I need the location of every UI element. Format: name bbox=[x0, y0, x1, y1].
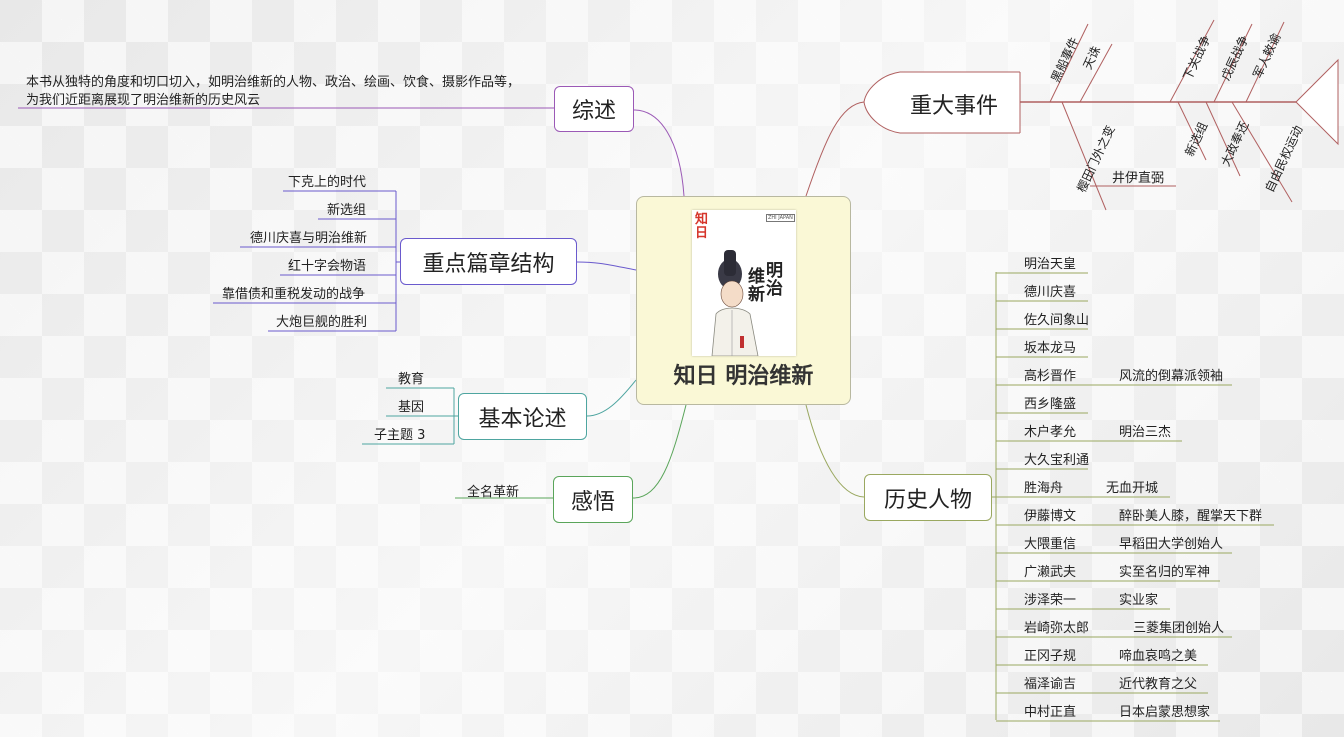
topic-chapters-label: 重点篇章结构 bbox=[422, 251, 555, 277]
person-name[interactable]: 木户孝允 bbox=[1024, 425, 1077, 440]
link-feelings bbox=[632, 404, 687, 499]
summary-note-line2: 为我们近距离展现了明治维新的历史风云 bbox=[26, 93, 261, 108]
event-sub-item[interactable]: 井伊直弼 bbox=[1112, 171, 1165, 186]
person-note[interactable]: 醉卧美人膝，醒掌天下群 bbox=[1119, 509, 1263, 524]
basics-item[interactable]: 基因 bbox=[398, 400, 425, 415]
topic-chapters[interactable]: 重点篇章结构 bbox=[400, 238, 577, 285]
topic-people-label: 历史人物 bbox=[883, 487, 972, 513]
samurai-illustration bbox=[711, 250, 759, 356]
topic-summary-label: 综述 bbox=[571, 99, 616, 124]
chapter-item[interactable]: 大炮巨舰的胜利 bbox=[276, 315, 368, 330]
person-note[interactable]: 实业家 bbox=[1119, 593, 1159, 608]
topic-feelings-label: 感悟 bbox=[570, 489, 615, 515]
basics-item[interactable]: 子主题 3 bbox=[374, 428, 426, 443]
person-name[interactable]: 坂本龙马 bbox=[1024, 341, 1077, 356]
person-name[interactable]: 中村正直 bbox=[1024, 705, 1077, 720]
fishbone-head bbox=[863, 71, 1020, 134]
person-note[interactable]: 无血开城 bbox=[1106, 481, 1159, 496]
topic-basics[interactable]: 基本论述 bbox=[458, 393, 587, 440]
book-cover-image: 知日 ZHI JAPAN 明治 维新 bbox=[692, 210, 796, 356]
person-note[interactable]: 三菱集团创始人 bbox=[1133, 621, 1225, 636]
topic-feelings[interactable]: 感悟 bbox=[553, 476, 633, 523]
chapter-item[interactable]: 红十字会物语 bbox=[288, 259, 367, 274]
topic-summary[interactable]: 综述 bbox=[554, 86, 634, 132]
person-name[interactable]: 德川庆喜 bbox=[1024, 285, 1077, 300]
basics-item[interactable]: 教育 bbox=[398, 372, 425, 387]
link-basics bbox=[586, 379, 637, 417]
central-title: 知日 明治维新 bbox=[673, 364, 814, 389]
topic-events-label[interactable]: 重大事件 bbox=[910, 94, 999, 119]
person-note[interactable]: 啼血哀鸣之美 bbox=[1119, 649, 1198, 664]
chapter-item[interactable]: 靠借债和重税发动的战争 bbox=[222, 287, 366, 302]
cover-tag: ZHI JAPAN bbox=[766, 214, 795, 222]
chapter-item[interactable]: 新选组 bbox=[327, 203, 367, 218]
chapter-item[interactable]: 下克上的时代 bbox=[288, 175, 367, 190]
cover-title-b: 维新 bbox=[748, 267, 765, 305]
person-name[interactable]: 大隈重信 bbox=[1024, 537, 1077, 552]
link-summary bbox=[633, 109, 685, 197]
link-chapters bbox=[576, 261, 637, 271]
person-note[interactable]: 日本启蒙思想家 bbox=[1119, 705, 1211, 720]
cover-logo: 知日 bbox=[695, 212, 709, 241]
person-name[interactable]: 岩崎弥太郎 bbox=[1024, 621, 1090, 636]
person-name[interactable]: 佐久间象山 bbox=[1024, 313, 1090, 328]
person-name[interactable]: 正冈子规 bbox=[1024, 649, 1077, 664]
link-people bbox=[805, 404, 865, 498]
link-events bbox=[805, 101, 865, 197]
person-name[interactable]: 广濑武夫 bbox=[1024, 565, 1077, 580]
person-name[interactable]: 大久宝利通 bbox=[1024, 453, 1090, 468]
cover-title-a: 明治 bbox=[766, 261, 783, 299]
summary-note-line1: 本书从独特的角度和切口切入，如明治维新的人物、政治、绘画、饮食、摄影作品等， bbox=[26, 75, 521, 90]
person-note[interactable]: 明治三杰 bbox=[1119, 425, 1172, 440]
person-note[interactable]: 实至名归的军神 bbox=[1119, 565, 1211, 580]
feelings-item[interactable]: 全名革新 bbox=[467, 485, 520, 500]
topic-people[interactable]: 历史人物 bbox=[864, 474, 992, 521]
person-note[interactable]: 近代教育之父 bbox=[1119, 677, 1198, 692]
person-name[interactable]: 胜海舟 bbox=[1024, 481, 1064, 496]
person-name[interactable]: 伊藤博文 bbox=[1024, 509, 1077, 524]
person-name[interactable]: 西乡隆盛 bbox=[1024, 397, 1077, 412]
person-name[interactable]: 明治天皇 bbox=[1024, 257, 1077, 272]
person-note[interactable]: 风流的倒幕派领袖 bbox=[1119, 369, 1224, 384]
chapter-item[interactable]: 德川庆喜与明治维新 bbox=[250, 231, 368, 246]
person-note[interactable]: 早稻田大学创始人 bbox=[1119, 537, 1224, 552]
topic-basics-label: 基本论述 bbox=[478, 406, 567, 432]
fishbone-tail bbox=[1295, 58, 1339, 146]
person-name[interactable]: 福泽谕吉 bbox=[1024, 677, 1077, 692]
person-name[interactable]: 涉泽荣一 bbox=[1024, 593, 1077, 608]
person-name[interactable]: 高杉晋作 bbox=[1024, 369, 1077, 384]
